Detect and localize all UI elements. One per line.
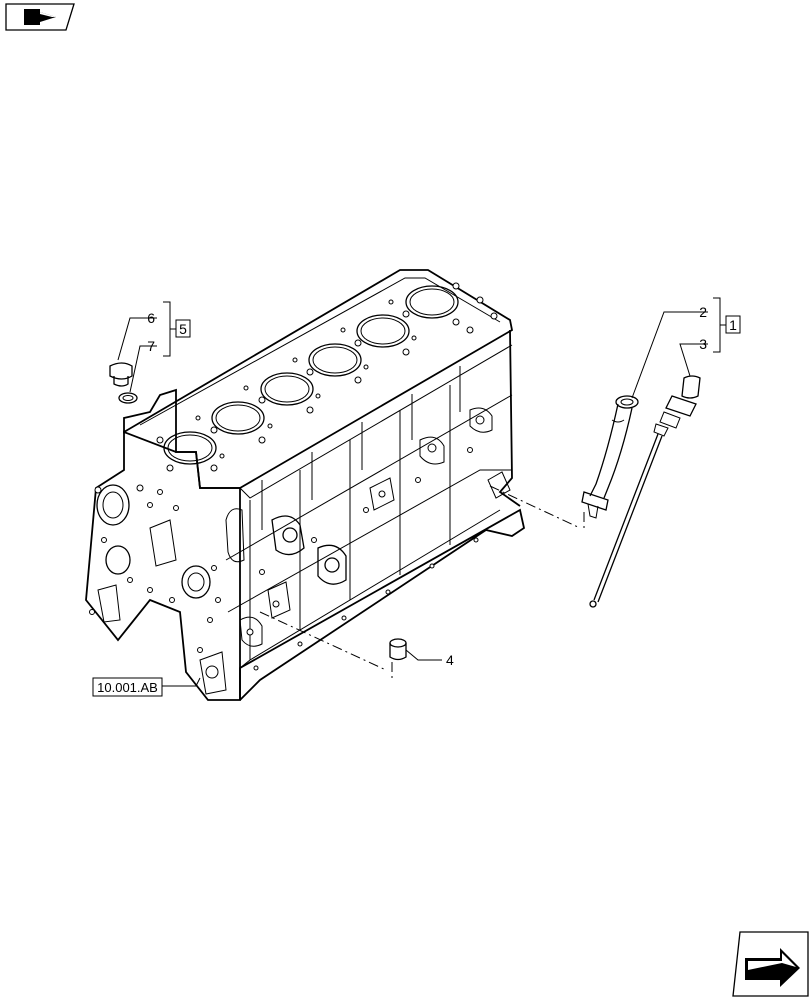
front-face-details bbox=[89, 484, 227, 695]
callout-6: 6 bbox=[147, 310, 155, 326]
deck-holes bbox=[156, 282, 498, 472]
dipstick-tube-part bbox=[581, 395, 639, 519]
assembly-lines bbox=[259, 485, 585, 678]
callout-2: 2 bbox=[699, 304, 707, 320]
svg-text:10.001.AB: 10.001.AB bbox=[97, 680, 158, 695]
callout-7: 7 bbox=[147, 338, 155, 354]
engine-block bbox=[85, 269, 526, 701]
previous-page-arrow-icon[interactable] bbox=[5, 3, 75, 31]
sealing-washer-part bbox=[118, 392, 138, 404]
svg-text:1: 1 bbox=[729, 317, 737, 333]
svg-text:7: 7 bbox=[147, 338, 155, 354]
callout-4: 4 bbox=[446, 652, 454, 668]
small-plug-part bbox=[389, 638, 407, 661]
callout-5-box: 5 bbox=[175, 319, 191, 338]
plug-part bbox=[109, 362, 133, 387]
svg-text:3: 3 bbox=[699, 336, 707, 352]
callout-3: 3 bbox=[699, 336, 707, 352]
next-page-arrow-icon[interactable] bbox=[732, 931, 809, 997]
svg-text:6: 6 bbox=[147, 310, 155, 326]
svg-text:2: 2 bbox=[699, 304, 707, 320]
leader-lines bbox=[117, 297, 726, 687]
cylinder-bores bbox=[163, 285, 459, 465]
side-face-details bbox=[225, 366, 511, 671]
callout-1-box: 1 bbox=[725, 315, 741, 334]
svg-text:5: 5 bbox=[179, 321, 187, 337]
dipstick-part bbox=[589, 375, 701, 608]
svg-text:4: 4 bbox=[446, 652, 454, 668]
reference-label-box[interactable]: 10.001.AB bbox=[92, 677, 163, 697]
